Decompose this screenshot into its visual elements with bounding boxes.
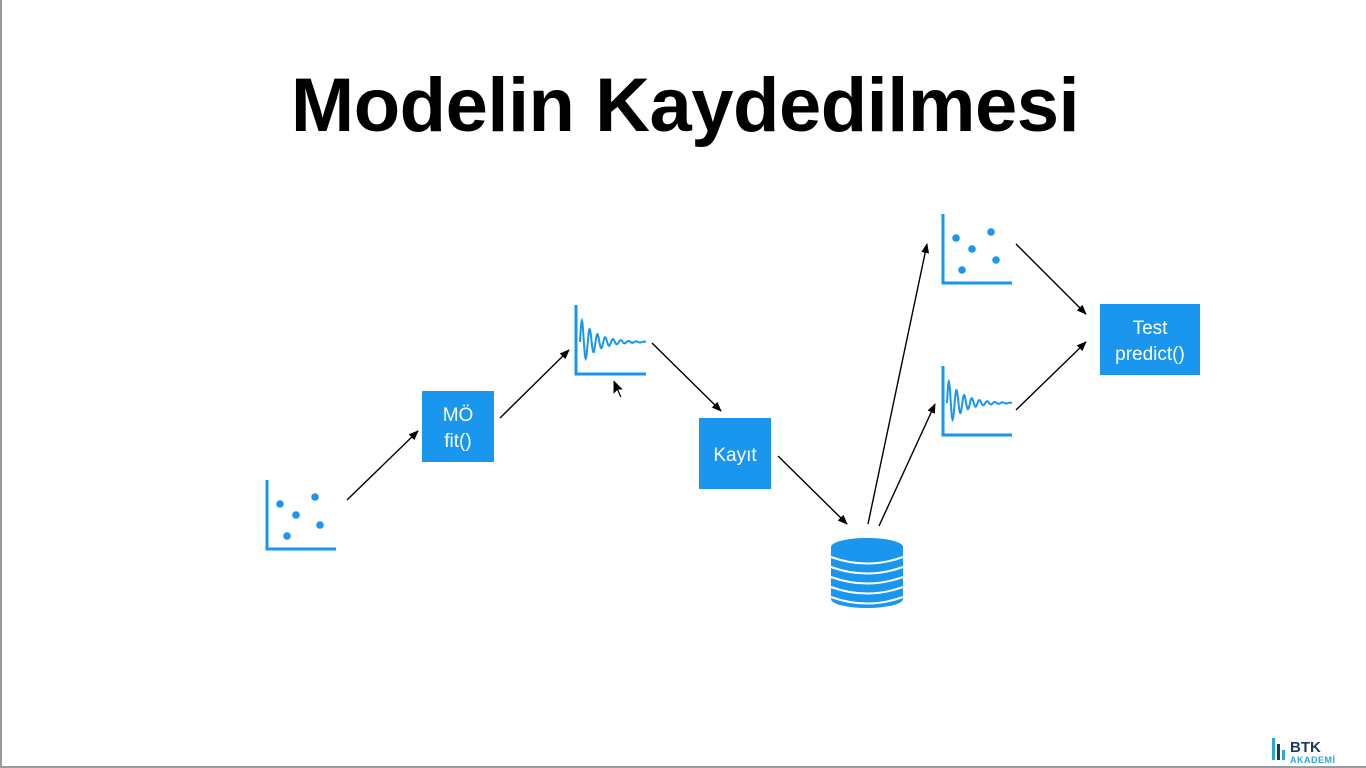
fitted-curve-icon <box>941 366 1013 437</box>
logo-line2: AKADEMİ <box>1290 755 1336 765</box>
test-box-line1: Test <box>1133 318 1169 339</box>
arrow <box>346 430 419 501</box>
arrow <box>878 403 936 527</box>
btk-akademi-logo: BTK AKADEMİ <box>1272 738 1336 765</box>
train-box-line1: MÖ <box>443 405 474 426</box>
fitted-curve-icon <box>574 305 647 376</box>
arrow <box>867 243 930 525</box>
arrow <box>651 342 722 412</box>
test-box-line2: predict() <box>1115 344 1185 365</box>
mouse-cursor-icon <box>612 378 626 399</box>
slide-title: Modelin Kaydedilmesi <box>290 63 1080 148</box>
save-box-label: Kayıt <box>713 445 757 466</box>
arrow <box>1015 341 1087 411</box>
scatter-plot-icon <box>941 214 1012 285</box>
arrow <box>777 455 848 525</box>
logo-line1: BTK <box>1290 739 1321 756</box>
arrow <box>499 349 570 419</box>
train-box-line2: fit() <box>444 431 471 452</box>
test-predict-box: Test predict() <box>1100 304 1200 375</box>
train-model-box: MÖ fit() <box>422 391 494 462</box>
arrow <box>1015 243 1087 315</box>
database-icon <box>830 538 904 608</box>
save-box: Kayıt <box>699 418 771 489</box>
scatter-plot-icon <box>265 480 336 551</box>
